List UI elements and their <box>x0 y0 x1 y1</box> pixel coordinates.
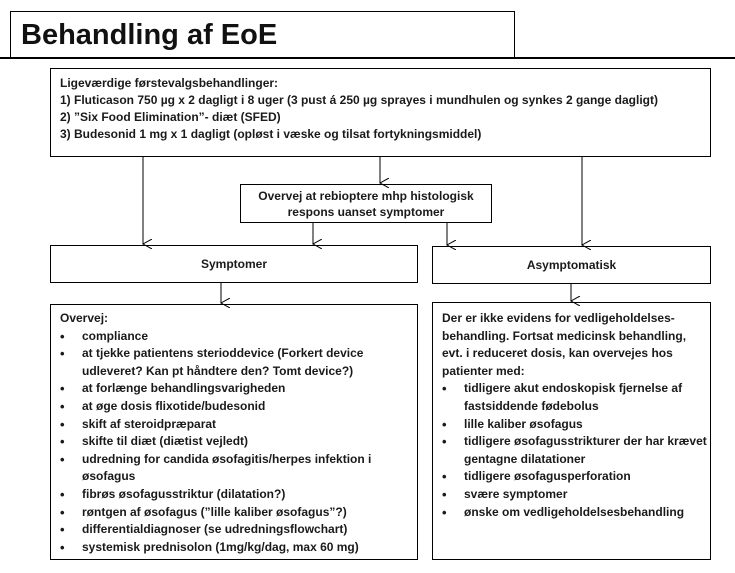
rebiopsy-line-1: Overvej at rebioptere mhp histologisk <box>258 189 474 203</box>
asymptomatic-intro: Der er ikke evidens for vedligeholdelses… <box>442 311 687 378</box>
first-line-item-1: 1) Fluticason 750 µg x 2 dagligt i 8 uge… <box>60 93 658 107</box>
first-line-heading: Ligeværdige førstevalgsbehandlinger: <box>60 76 279 90</box>
list-item: at øge dosis flixotide/budesonid <box>60 398 417 416</box>
list-item: ønske om vedligeholdelsesbehandling <box>442 504 710 522</box>
symptomatic-list: compliance at tjekke patientens steriodd… <box>60 328 417 557</box>
asymptomatic-considerations-box: Der er ikke evidens for vedligeholdelses… <box>432 302 711 560</box>
asymptomatic-box: Asymptomatisk <box>432 246 711 284</box>
list-item: systemisk prednisolon (1mg/kg/dag, max 6… <box>60 539 417 557</box>
title-divider <box>0 57 735 59</box>
list-item: compliance <box>60 328 417 346</box>
list-item: at tjekke patientens sterioddevice (Fork… <box>60 345 417 380</box>
symptomatic-box: Symptomer <box>50 245 418 283</box>
list-item: differentialdiagnoser (se udredningsflow… <box>60 521 417 539</box>
page-title: Behandling af EoE <box>10 11 515 57</box>
list-item: skift af steroidpræparat <box>60 416 417 434</box>
rebiopsy-box: Overvej at rebioptere mhp histologisk re… <box>240 184 492 223</box>
list-item: udredning for candida øsofagitis/herpes … <box>60 451 417 486</box>
first-line-treatments-box: Ligeværdige førstevalgsbehandlinger: 1) … <box>50 68 711 157</box>
list-item: skifte til diæt (diætist vejledt) <box>60 433 417 451</box>
list-item: fibrøs øsofagusstriktur (dilatation?) <box>60 486 417 504</box>
list-item: tidligere øsofagusstrikturer der har kræ… <box>442 433 710 468</box>
symptomatic-heading: Overvej: <box>60 311 109 325</box>
list-item: tidligere akut endoskopisk fjernelse af … <box>442 380 710 415</box>
list-item: røntgen af øsofagus (”lille kaliber øsof… <box>60 504 417 522</box>
asymptomatic-list: tidligere akut endoskopisk fjernelse af … <box>442 380 710 521</box>
rebiopsy-line-2: respons uanset symptomer <box>287 205 445 219</box>
symptomatic-considerations-box: Overvej: compliance at tjekke patientens… <box>50 304 418 560</box>
list-item: lille kaliber øsofagus <box>442 416 710 434</box>
list-item: at forlænge behandlingsvarigheden <box>60 380 417 398</box>
first-line-item-3: 3) Budesonid 1 mg x 1 dagligt (opløst i … <box>60 127 482 141</box>
list-item: tidligere øsofagusperforation <box>442 468 710 486</box>
list-item: svære symptomer <box>442 486 710 504</box>
first-line-item-2: 2) ”Six Food Elimination”- diæt (SFED) <box>60 110 281 124</box>
